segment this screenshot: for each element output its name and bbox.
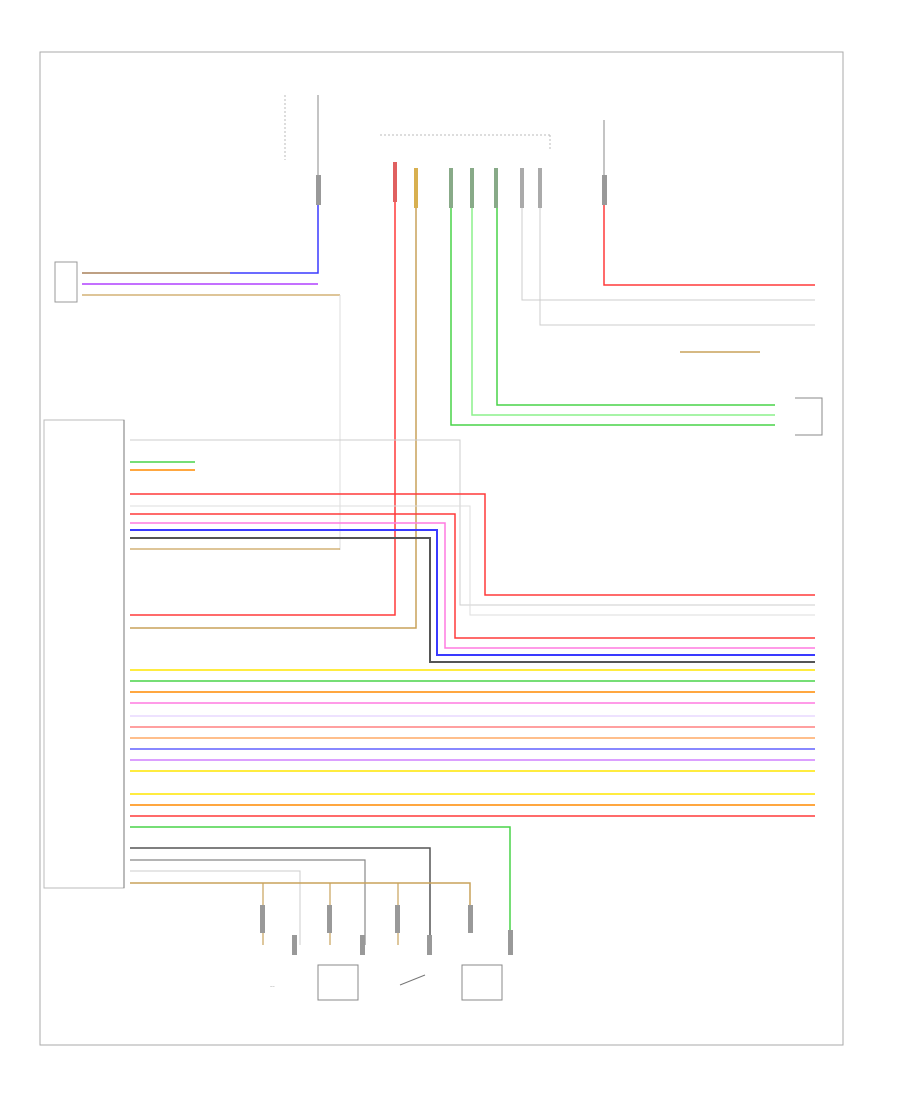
sensor-3 [395, 905, 432, 986]
steering-sensor-wires [82, 205, 341, 550]
bottom-sensor-wires [130, 826, 511, 945]
fuse-left-group [284, 95, 321, 205]
sensor-1: ~~ [260, 905, 297, 989]
abs-top-connectors [393, 162, 542, 208]
abs-connector-wires [130, 439, 815, 663]
vertical-feed-wires [130, 202, 815, 629]
diagram-frame [39, 51, 844, 1046]
fuse-center-group [380, 134, 551, 150]
sensor-4 [461, 905, 513, 1001]
sensor-1-symbol: ~~ [270, 984, 275, 989]
oil-level-sensor-box [795, 397, 823, 436]
bus-wires [130, 669, 815, 817]
steering-angle-sensor-box [54, 261, 78, 303]
sensor-2 [317, 905, 365, 1001]
fuse-right-group [602, 120, 607, 205]
abs-module-body [43, 419, 125, 889]
